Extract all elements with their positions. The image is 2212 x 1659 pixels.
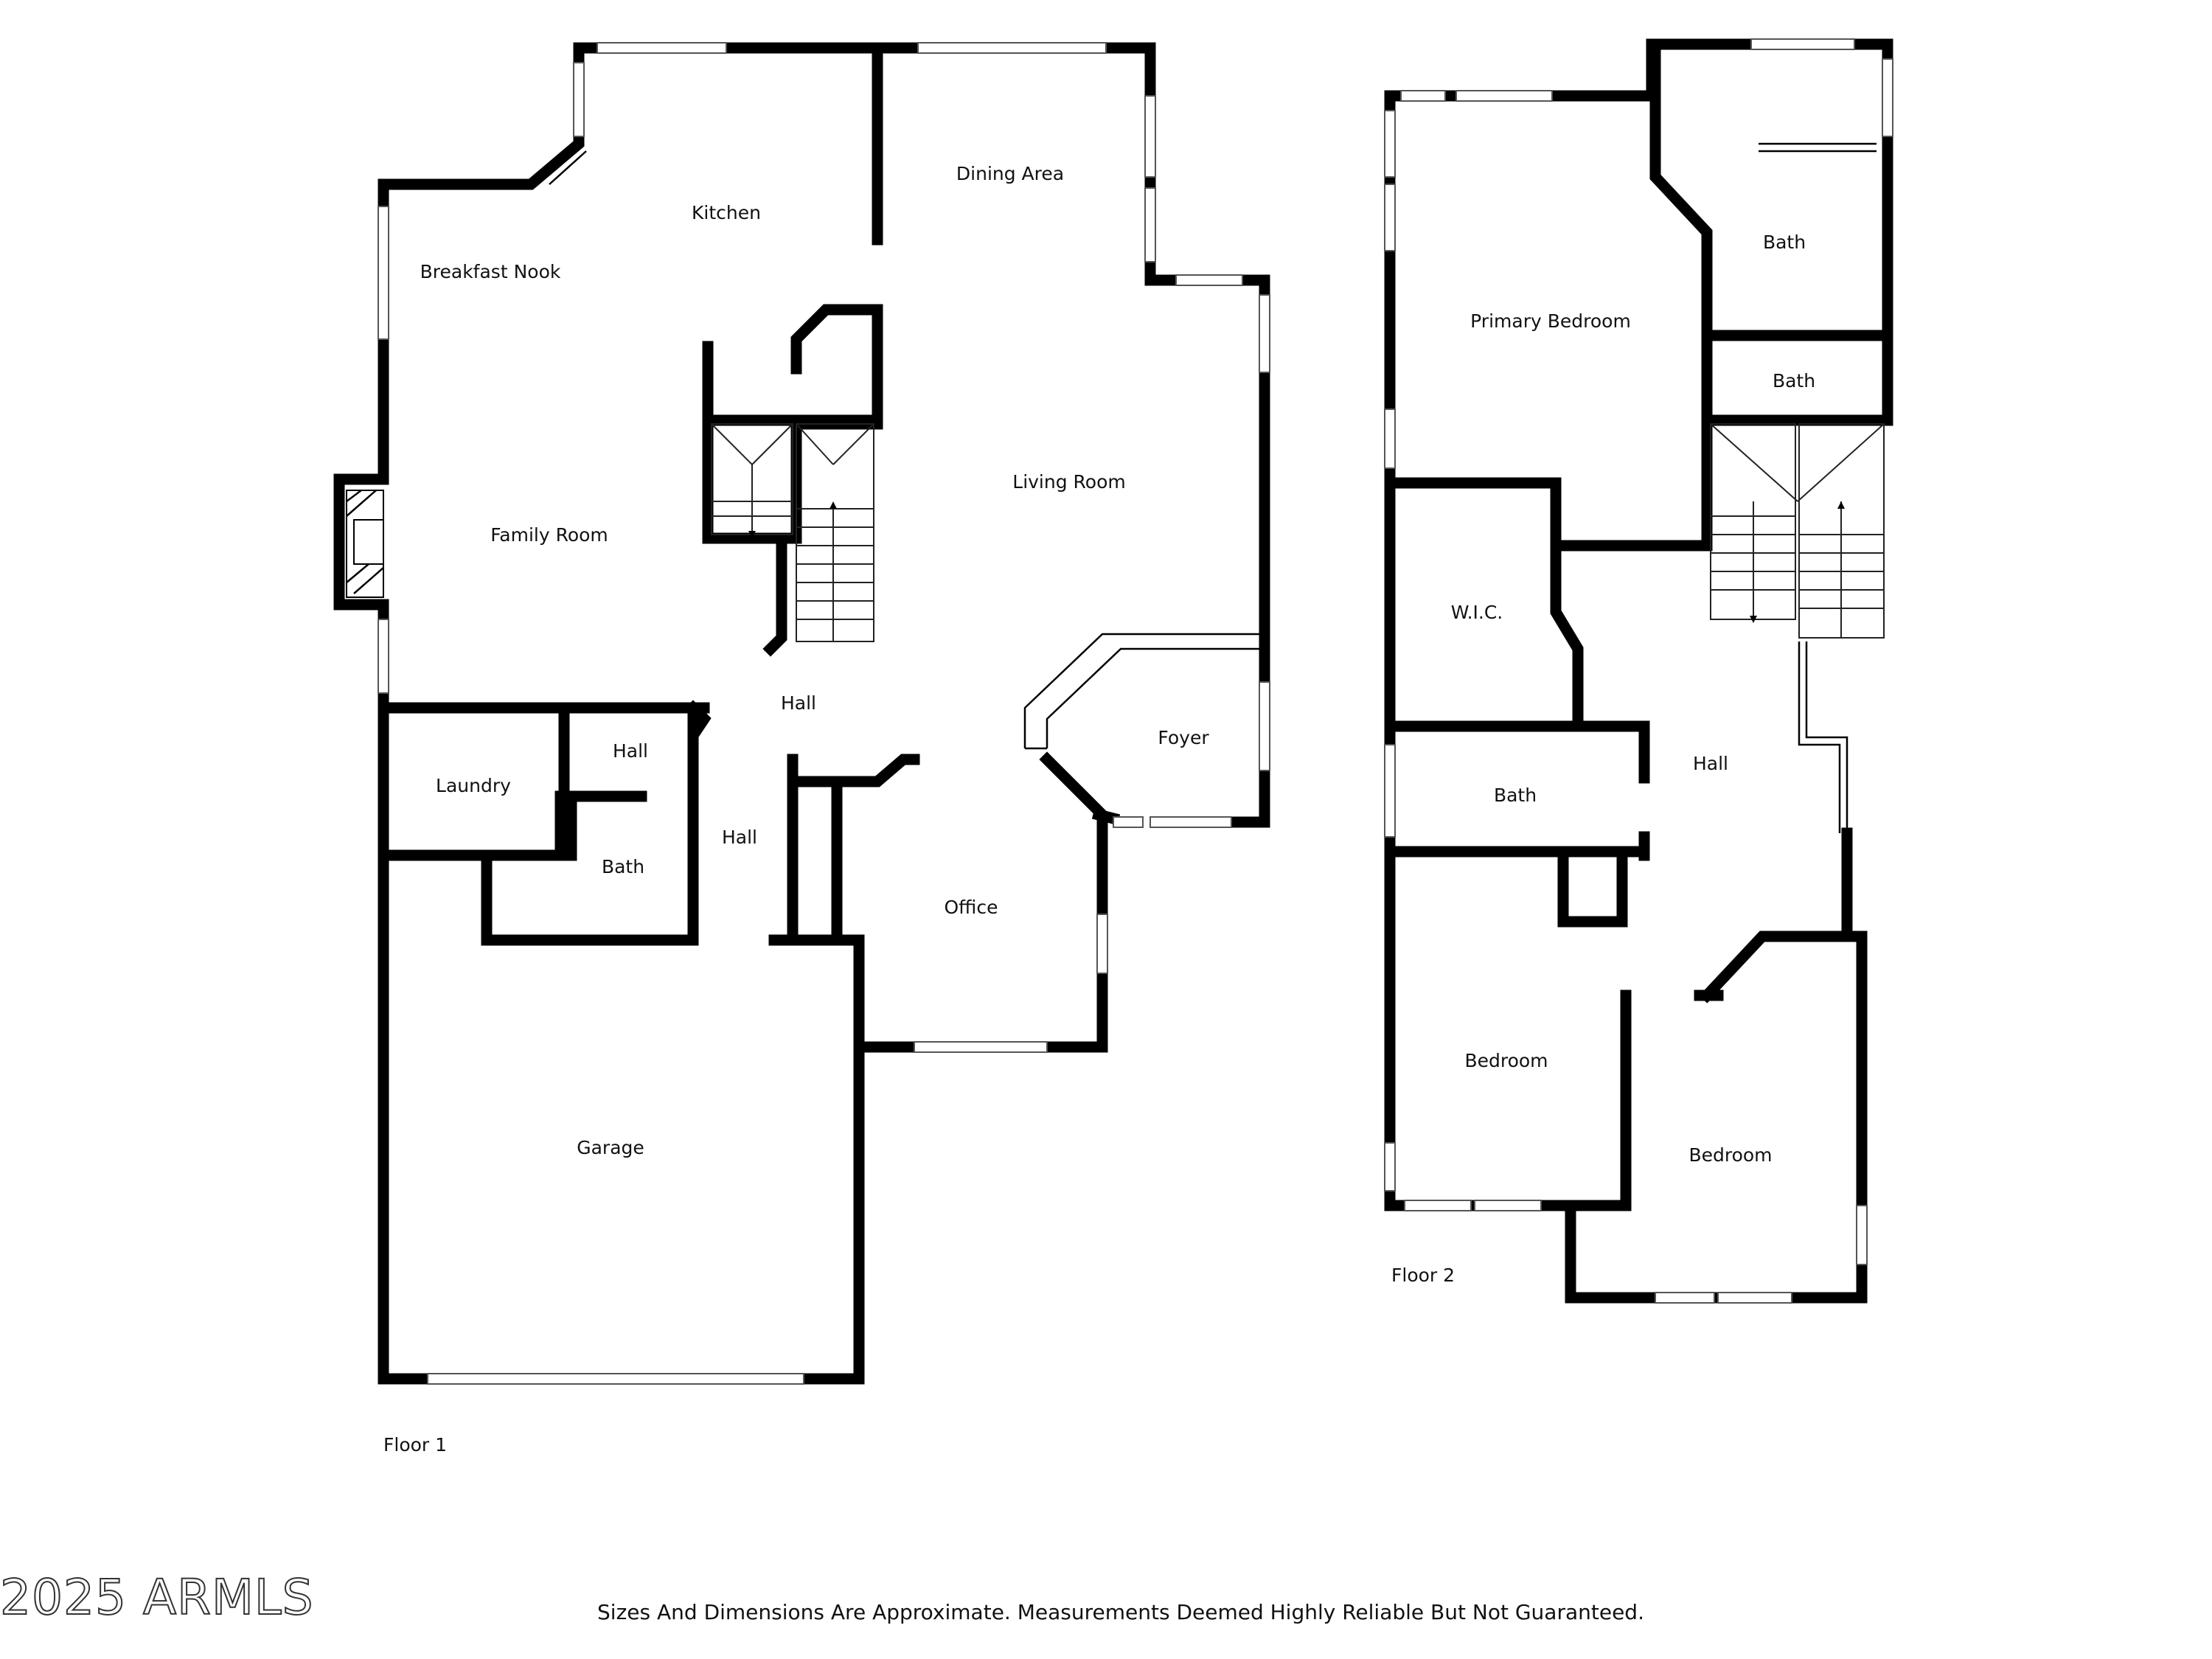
room-label: Kitchen [692, 202, 761, 223]
room-label: Bedroom [1688, 1144, 1772, 1166]
floor-1-plan: Breakfast Nook Kitchen Dining Area Famil… [333, 42, 1270, 1455]
floor-2-stairs [1710, 423, 1885, 639]
room-label: Garage [577, 1137, 644, 1158]
room-label: Hall [613, 740, 648, 762]
floor-label: Floor 1 [383, 1434, 447, 1455]
floor-1-windows [378, 42, 1270, 1385]
room-label: Bath [1494, 785, 1537, 806]
room-label: Family Room [490, 524, 608, 546]
fireplace [346, 490, 384, 598]
disclaimer-text: Sizes And Dimensions Are Approximate. Me… [597, 1600, 1644, 1624]
room-label: Hall [722, 827, 757, 848]
room-label: W.I.C. [1451, 602, 1503, 623]
room-label: Hall [1693, 753, 1728, 774]
room-label: Bath [1763, 232, 1806, 253]
floor-2-walls [1384, 38, 1893, 1304]
room-label: Hall [781, 692, 816, 714]
watermark: 2025 ARMLS [0, 1568, 314, 1627]
room-label: Bath [602, 856, 644, 877]
floor-label: Floor 2 [1391, 1265, 1455, 1286]
floor-1-stairs [711, 423, 874, 642]
room-label: Breakfast Nook [420, 261, 561, 282]
room-label: Foyer [1158, 727, 1209, 748]
room-label: Bath [1773, 370, 1815, 392]
room-label: Laundry [436, 775, 511, 796]
room-label: Bedroom [1464, 1050, 1548, 1071]
room-label: Living Room [1012, 471, 1125, 493]
room-label: Dining Area [956, 163, 1064, 184]
floor-2-plan: Primary Bedroom Bath Bath W.I.C. Bath Ha… [1384, 38, 1893, 1304]
room-label: Primary Bedroom [1470, 310, 1631, 332]
floor-2-windows [1384, 38, 1893, 1304]
room-label: Office [945, 897, 998, 918]
